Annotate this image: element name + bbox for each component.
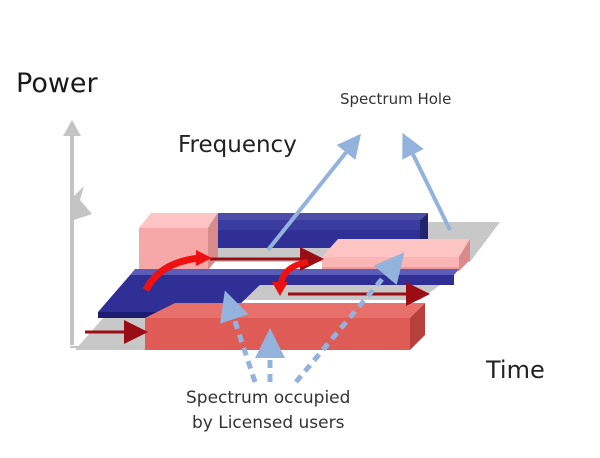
- occupied-label-line-1: Spectrum occupied: [186, 388, 351, 408]
- occupied-callout-arrow-right: [294, 252, 405, 384]
- axis-tick-marker: [74, 186, 92, 220]
- occupied-callout-arrow-left: [220, 290, 258, 383]
- spectrum-hole-label: Spectrum Hole: [340, 90, 452, 108]
- hop-arrow-2: [272, 259, 309, 296]
- occupied-label-line-2: by Licensed users: [191, 413, 345, 433]
- hole-callout-arrow-right: [402, 132, 452, 231]
- pink-block-middle-right: [322, 239, 470, 271]
- power-axis-label: Power: [16, 68, 98, 99]
- red-block-front: [145, 303, 425, 350]
- hop-arrow-1: [142, 250, 212, 292]
- time-axis-label: Time: [486, 356, 545, 384]
- hole-callout-arrow-left: [266, 133, 361, 252]
- occupied-spectrum-label: Spectrum occupied by Licensed users: [186, 386, 350, 436]
- frequency-axis-label: Frequency: [178, 132, 297, 158]
